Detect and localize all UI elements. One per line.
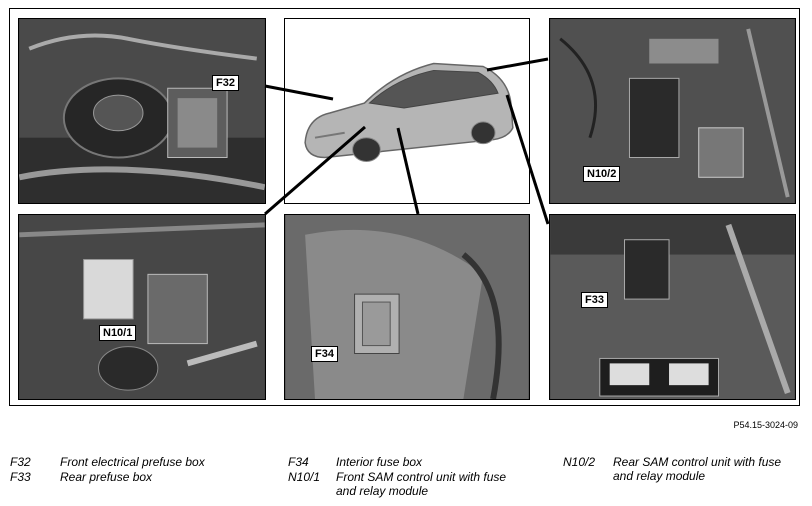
car-illustration [284, 18, 530, 204]
callout-f33: F33 [581, 292, 608, 308]
photo-rear-prefuse-box: F33 [549, 214, 796, 400]
photo-interior-fuse-box: F34 [284, 214, 530, 400]
callout-f34: F34 [311, 346, 338, 362]
photo-front-prefuse-box: F32 [18, 18, 266, 204]
photo-front-sam: N10/1 [18, 214, 266, 400]
photo-rear-sam: N10/2 [549, 18, 796, 204]
callout-f32: F32 [212, 75, 239, 91]
callout-n10-1: N10/1 [99, 325, 137, 341]
figure-reference: P54.15-3024-09 [733, 420, 798, 430]
diagram-frame: F32 N10/2 N10 [9, 8, 800, 406]
callout-n10-2: N10/2 [583, 166, 621, 182]
